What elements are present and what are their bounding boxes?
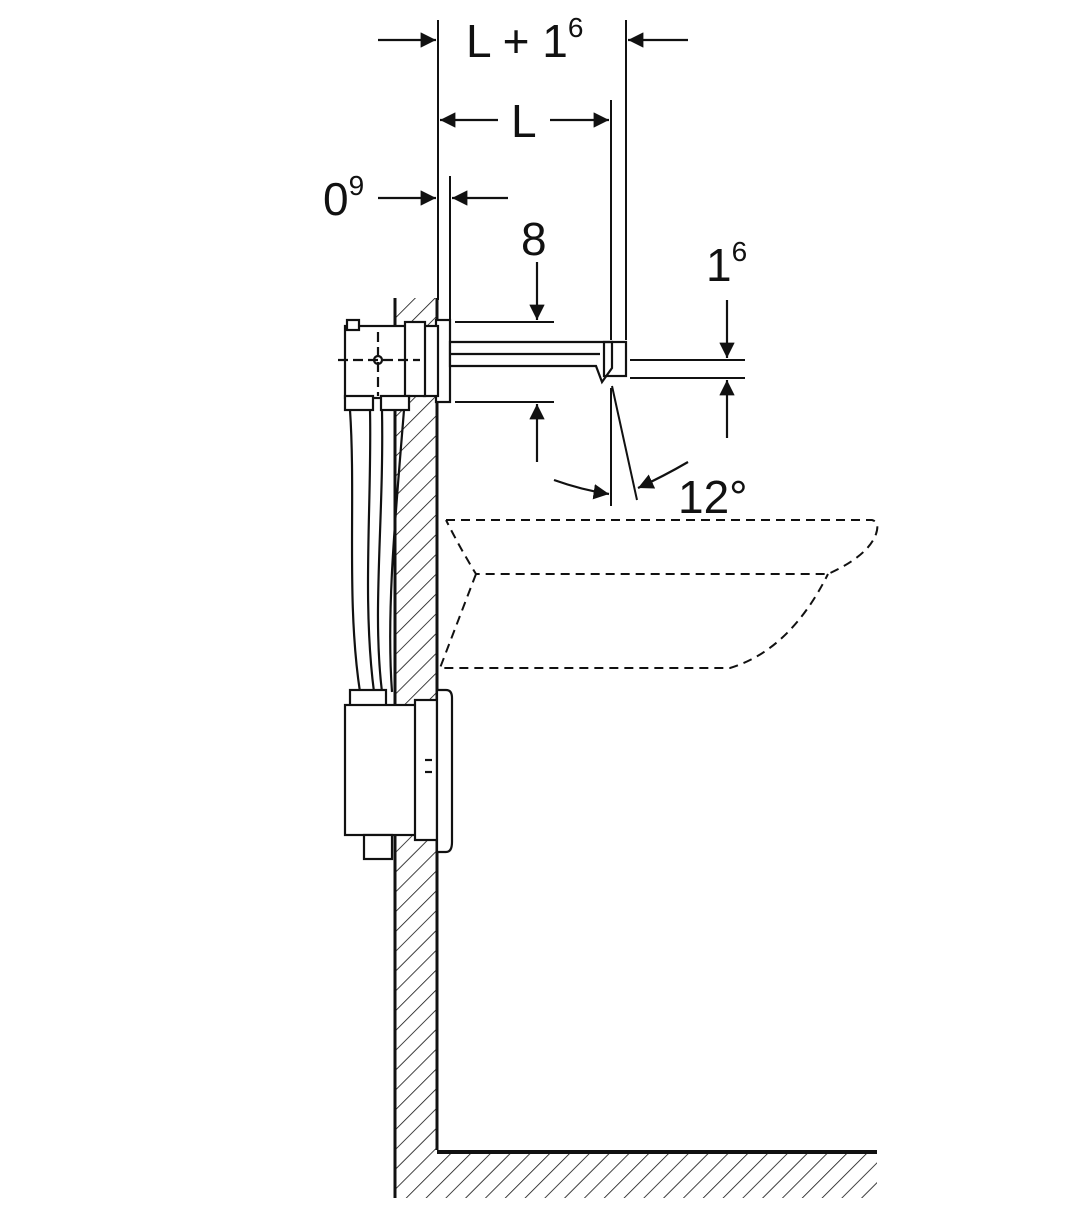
upper-mounting-box	[338, 318, 427, 412]
dimension-arrows	[378, 32, 735, 500]
dimension-label-plate-offset: 09	[323, 170, 365, 225]
arrow-angle-left	[553, 478, 610, 500]
washbasin-outline	[438, 519, 879, 669]
dimension-label-spout-length: L	[511, 95, 537, 147]
dimension-label-outlet-angle: 12°	[678, 471, 748, 523]
supply-hoses	[348, 409, 406, 693]
lower-control-box	[343, 688, 454, 861]
dimension-label-outlet-height: 16	[706, 236, 748, 291]
dimension-label-total-projection: L + 16	[466, 12, 584, 67]
arrow-angle-right	[637, 461, 689, 489]
extension-lines	[437, 20, 745, 506]
dimension-label-spout-height: 8	[521, 213, 547, 265]
floor	[437, 1150, 877, 1198]
faucet-spout	[422, 318, 628, 404]
